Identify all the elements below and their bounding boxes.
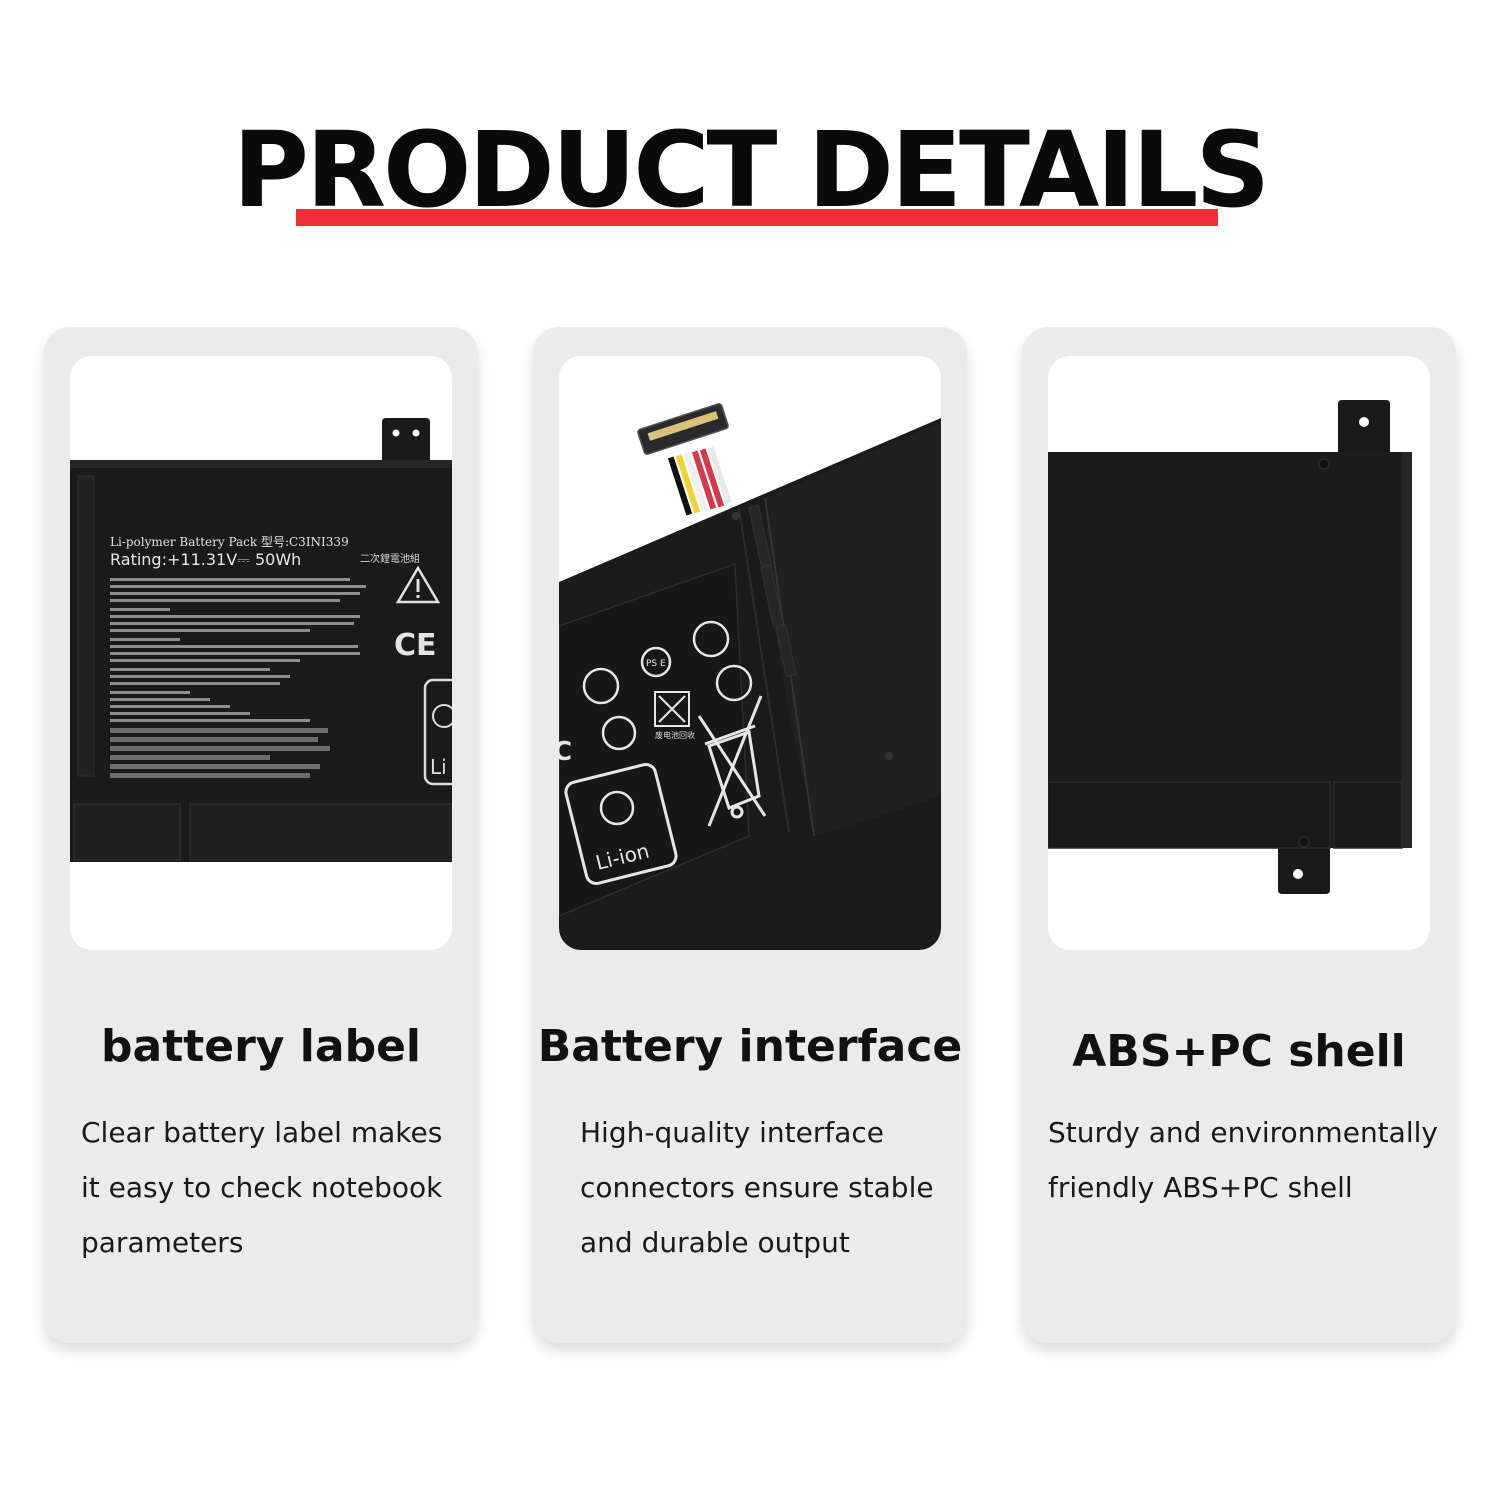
li-ion-recycle-icon (564, 763, 678, 885)
card-title-battery-label: battery label (101, 1021, 421, 1072)
desc-line: parameters (81, 1226, 244, 1259)
card-battery-interface: PS E 废电池回收 Li-ion C Batter (533, 327, 967, 1343)
li-text: Li (430, 755, 447, 779)
label-model-text: Li-polymer Battery Pack 型号:C3INI339 (110, 535, 349, 549)
battery-interface-photo: PS E 废电池回收 Li-ion C (559, 356, 941, 950)
certification-icon (692, 620, 730, 658)
certification-icon (715, 664, 753, 702)
recycle-5-icon (601, 715, 637, 751)
gost-icon (582, 667, 620, 705)
battery-label-photo: Li-polymer Battery Pack 型号:C3INI339 Rati… (70, 356, 452, 950)
title-underline (296, 209, 1218, 226)
pse-text: PS E (646, 659, 666, 669)
cn-recycle-icon (654, 691, 690, 727)
connector-plug-icon (637, 403, 729, 455)
desc-line: Sturdy and environmentally (1048, 1116, 1438, 1149)
pse-icon (640, 646, 672, 678)
ce-mark-partial: C (559, 737, 572, 767)
cn-recycle-text: 废电池回收 (655, 730, 695, 740)
fine-print (110, 578, 366, 778)
desc-line: Clear battery label makes (81, 1116, 443, 1149)
connector-wires (667, 446, 732, 516)
card-battery-label: Li-polymer Battery Pack 型号:C3INI339 Rati… (44, 327, 478, 1343)
card-desc-battery-label: Clear battery label makes it easy to che… (81, 1105, 442, 1270)
card-title-battery-interface: Battery interface (537, 1021, 963, 1072)
desc-line: friendly ABS+PC shell (1048, 1171, 1353, 1204)
desc-line: High-quality interface (580, 1116, 885, 1149)
desc-line: and durable output (580, 1226, 850, 1259)
desc-line: it easy to check notebook (81, 1171, 443, 1204)
crossed-bin-icon (697, 695, 767, 827)
card-desc-abs-pc-shell: Sturdy and environmentally friendly ABS+… (1048, 1105, 1438, 1215)
page-title: PRODUCT DETAILS (232, 109, 1271, 231)
label-cn-text: 二次鋰電池組 (360, 552, 420, 565)
abs-pc-shell-photo (1048, 356, 1430, 950)
desc-line: connectors ensure stable (580, 1171, 934, 1204)
card-desc-battery-interface: High-quality interface connectors ensure… (580, 1105, 934, 1270)
recycle-icon (423, 678, 452, 786)
warning-icon (395, 565, 441, 604)
card-title-abs-pc-shell: ABS+PC shell (1072, 1026, 1406, 1077)
card-abs-pc-shell: ABS+PC shell Sturdy and environmentally … (1022, 327, 1456, 1343)
ce-mark: CE (394, 628, 437, 663)
label-rating-text: Rating:+11.31V⎓ 50Wh (110, 550, 301, 569)
